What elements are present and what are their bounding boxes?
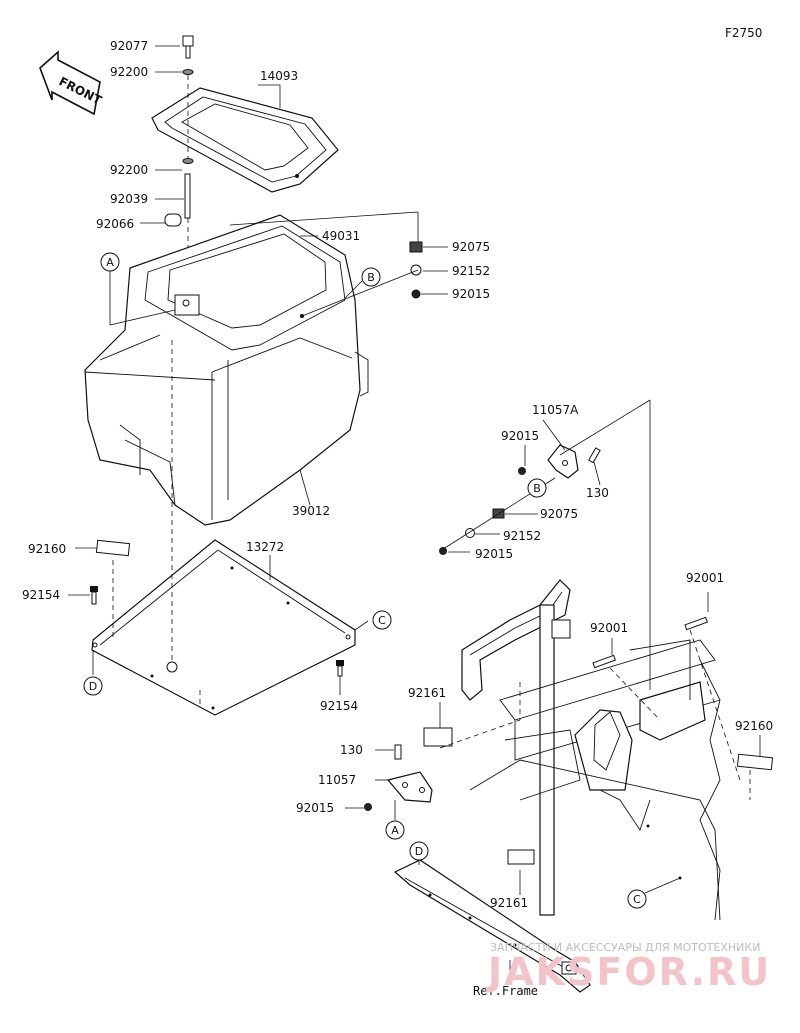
- pin-92039-icon: [184, 173, 191, 219]
- pad-92161-left: [423, 727, 453, 747]
- callout-d-frame: D: [409, 841, 429, 861]
- watermark-logo: JAKSFOR.RU: [485, 950, 771, 994]
- svg-text:C: C: [633, 893, 641, 906]
- label-92075-top: 92075: [452, 240, 490, 254]
- label-92200-mid: 92200: [110, 163, 148, 177]
- label-92152-top: 92152: [452, 264, 490, 278]
- floor-tray: [91, 539, 356, 716]
- bolt-92154-bottom-icon: [336, 660, 344, 677]
- bolt-130-a-icon: [394, 744, 402, 760]
- label-92152-mid: 92152: [503, 529, 541, 543]
- label-92200-top: 92200: [110, 65, 148, 79]
- label-92154-left: 92154: [22, 588, 60, 602]
- callout-d-tray: D: [83, 676, 103, 696]
- bolt-92154-left-icon: [90, 586, 98, 605]
- label-13272: 13272: [246, 540, 284, 554]
- bolt-92001-right-icon: [684, 616, 709, 631]
- watermark-caption: ЗАПЧАСТИ И АКСЕССУАРЫ ДЛЯ МОТОТЕХНИКИ: [490, 941, 760, 954]
- label-49031: 49031: [322, 229, 360, 243]
- washer-92200-mid-icon: [182, 158, 194, 164]
- svg-text:B: B: [367, 271, 375, 284]
- svg-text:C: C: [378, 614, 386, 627]
- label-92001-mid: 92001: [590, 621, 628, 635]
- label-92015-b: 92015: [501, 429, 539, 443]
- label-130-a: 130: [340, 743, 363, 757]
- bolt-92001-mid-icon: [592, 654, 617, 669]
- callout-b-top: B: [361, 267, 381, 287]
- svg-text:A: A: [391, 824, 399, 837]
- label-11057A: 11057A: [532, 403, 579, 417]
- label-92075-mid: 92075: [540, 507, 578, 521]
- nut-92015-b-icon: [518, 467, 526, 475]
- nut-92075-top-icon: [409, 241, 423, 253]
- bracket-11057: [386, 771, 433, 803]
- nut-92015-a-icon: [364, 803, 372, 811]
- label-92161-bottom: 92161: [490, 896, 528, 910]
- front-arrow-icon: FRONT: [39, 50, 105, 116]
- box-lid: [151, 87, 339, 193]
- label-92015-top: 92015: [452, 287, 490, 301]
- label-92039: 92039: [110, 192, 148, 206]
- bolt-130-b-icon: [588, 447, 601, 464]
- pad-92160-right: [736, 753, 774, 771]
- label-92001-right: 92001: [686, 571, 724, 585]
- callout-a-top: A: [100, 252, 120, 272]
- figure-code: F2750: [725, 26, 762, 40]
- vehicle-frame: [393, 579, 721, 993]
- svg-text:B: B: [533, 482, 541, 495]
- label-130-b: 130: [586, 486, 609, 500]
- label-92015-mid: 92015: [475, 547, 513, 561]
- label-92161-left: 92161: [408, 686, 446, 700]
- pad-92160-left: [95, 539, 131, 557]
- storage-box: [84, 214, 369, 526]
- svg-text:D: D: [89, 680, 97, 693]
- bracket-11057A: [547, 444, 579, 479]
- label-11057: 11057: [318, 773, 356, 787]
- nut-92015-top-icon: [411, 289, 421, 299]
- label-39012: 39012: [292, 504, 330, 518]
- assembly-guides: [112, 75, 751, 800]
- washer-92200-top-icon: [182, 69, 194, 75]
- callout-c-frame: C: [627, 889, 647, 909]
- label-92160-left: 92160: [28, 542, 66, 556]
- label-92015-a: 92015: [296, 801, 334, 815]
- label-92066: 92066: [96, 217, 134, 231]
- label-92154-bottom: 92154: [320, 699, 358, 713]
- label-92077: 92077: [110, 39, 148, 53]
- label-14093: 14093: [260, 69, 298, 83]
- label-ref-frame: Ref.Frame: [473, 984, 538, 998]
- svg-text:D: D: [415, 845, 423, 858]
- callout-c-tray: C: [372, 610, 392, 630]
- cap-92066-icon: [164, 213, 182, 227]
- nut-92015-mid-icon: [439, 547, 447, 555]
- callout-a-bracket: A: [385, 820, 405, 840]
- clip-92077-icon: [182, 35, 194, 59]
- washer-92152-top-icon: [410, 264, 422, 276]
- pad-92161-bottom: [507, 849, 535, 865]
- leader-lines: [68, 45, 761, 985]
- label-92160-right: 92160: [735, 719, 773, 733]
- callout-b-bracket: B: [527, 478, 547, 498]
- svg-text:A: A: [106, 256, 114, 269]
